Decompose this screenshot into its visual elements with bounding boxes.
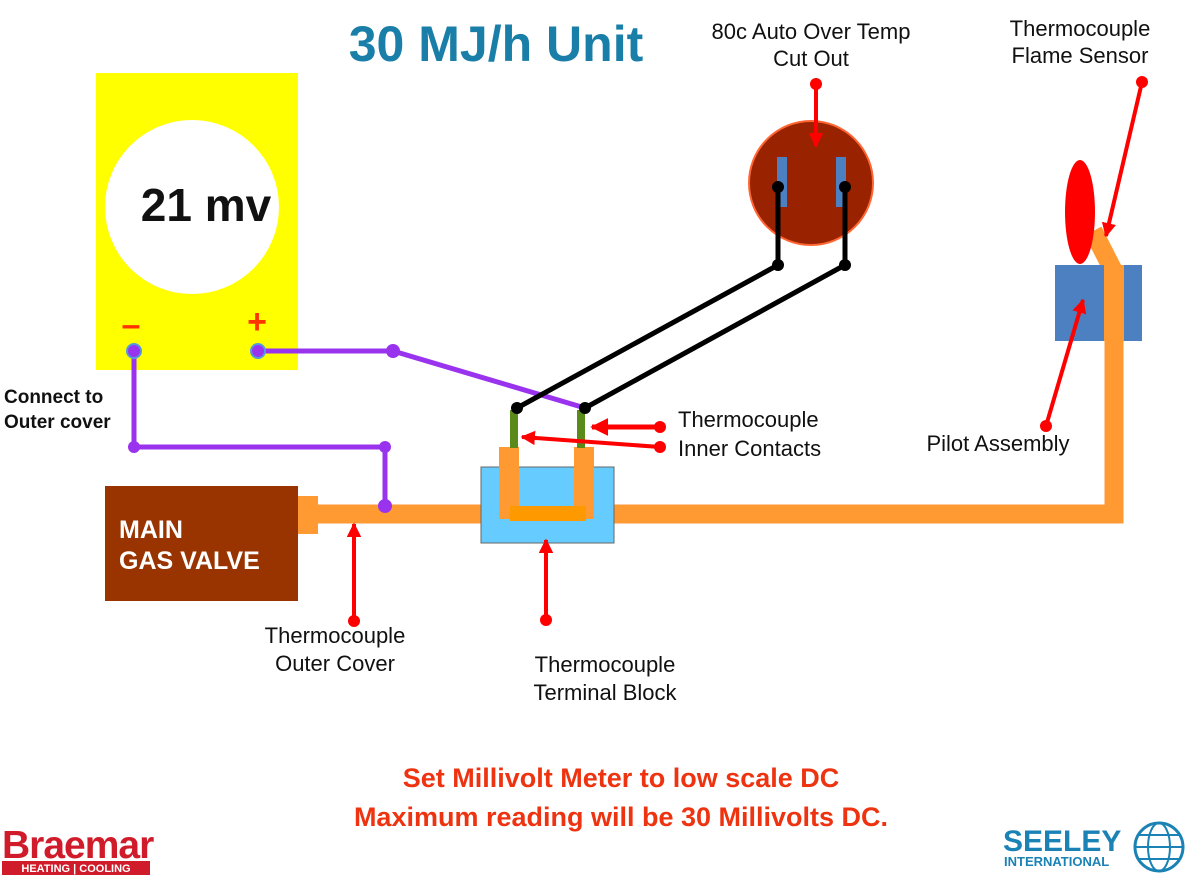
thermocouple-terminal-block — [480, 410, 615, 544]
millivolt-meter: 21 mv – + — [96, 73, 298, 370]
terminal-block-label-line-2: Terminal Block — [533, 680, 677, 705]
inner-contacts-label-line-1: Thermocouple — [678, 407, 819, 432]
main-gas-valve: MAIN GAS VALVE — [105, 486, 298, 601]
inner-contact-left — [510, 410, 518, 448]
terminal-post-left — [499, 447, 519, 519]
instruction-line-2: Maximum reading will be 30 Millivolts DC… — [354, 802, 888, 832]
gas-valve-label-line-1: MAIN — [119, 516, 183, 544]
overtemp-label-line-2: Cut Out — [773, 46, 849, 71]
flame-sensor-label-line-1: Thermocouple — [1010, 16, 1151, 41]
globe-icon — [1133, 821, 1185, 873]
terminal-post-right — [574, 447, 594, 519]
braemar-tagline: HEATING | COOLING — [21, 863, 130, 875]
pointer-arrows — [346, 76, 1148, 627]
connect-label-line-1: Connect to — [4, 387, 103, 408]
pilot-lead — [1104, 265, 1124, 341]
overtemp-label-line-1: 80c Auto Over Temp — [712, 19, 911, 44]
meter-plus-symbol: + — [247, 303, 267, 341]
arrow-pilot — [1044, 298, 1087, 427]
meter-minus-symbol: – — [122, 306, 141, 344]
pilot-label: Pilot Assembly — [926, 431, 1069, 456]
seeley-wordmark: SEELEY — [1003, 825, 1121, 858]
arrow-inner-contact-left — [520, 430, 661, 449]
braemar-wordmark: Braemar — [2, 824, 154, 867]
pilot-flame — [1065, 160, 1095, 264]
pilot-assembly — [1055, 160, 1142, 341]
thermocouple-lead — [296, 226, 1124, 534]
cutout-wires — [511, 181, 851, 414]
flame-sensor-label-line-2: Flame Sensor — [1012, 43, 1149, 68]
over-temp-cutout — [748, 120, 874, 246]
outer-cover-label-line-2: Outer Cover — [275, 651, 395, 676]
braemar-logo: Braemar HEATING | COOLING — [2, 824, 155, 875]
meter-dial — [105, 120, 279, 294]
meter-reading: 21 mv — [141, 179, 272, 231]
meter-leads — [126, 343, 586, 513]
seeley-tagline: INTERNATIONAL — [1004, 854, 1109, 869]
valve-connector-nut — [296, 496, 318, 534]
arrow-flame-sensor — [1101, 81, 1144, 238]
connect-label-line-2: Outer cover — [4, 412, 111, 433]
page-title: 30 MJ/h Unit — [349, 16, 644, 72]
inner-contact-right — [577, 410, 585, 448]
terminal-block-label-line-1: Thermocouple — [535, 652, 676, 677]
terminal-strip — [510, 506, 586, 521]
pilot-body — [1055, 265, 1142, 341]
gas-valve-label-line-2: GAS VALVE — [119, 547, 260, 575]
seeley-logo: SEELEY INTERNATIONAL — [1003, 821, 1185, 873]
cutout-contact-left — [777, 157, 787, 207]
negative-lead — [131, 351, 388, 506]
outer-cover-label-line-1: Thermocouple — [265, 623, 406, 648]
inner-contacts-label-line-2: Inner Contacts — [678, 436, 821, 461]
cutout-contact-right — [836, 157, 846, 207]
instruction-line-1: Set Millivolt Meter to low scale DC — [403, 763, 840, 793]
